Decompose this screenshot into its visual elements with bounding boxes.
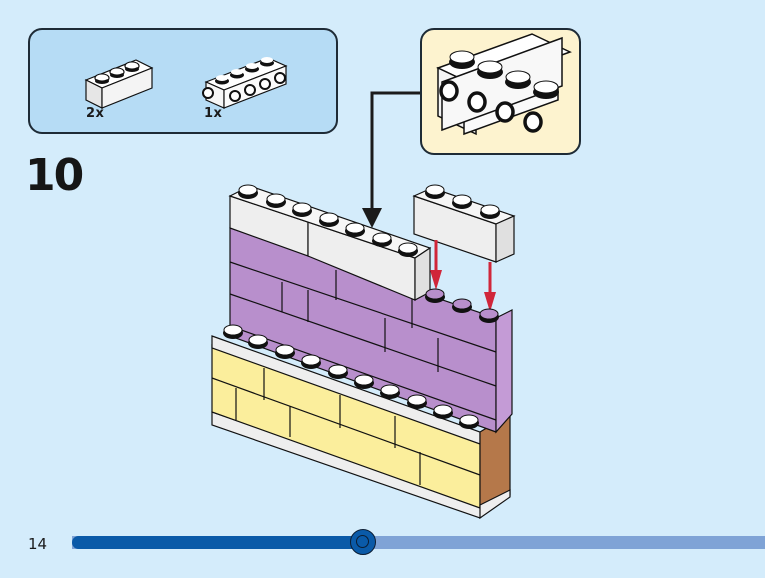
studs	[223, 184, 500, 429]
stud-top	[452, 194, 472, 206]
part-count-2: 1x	[204, 106, 223, 121]
progress-thumb[interactable]	[350, 529, 377, 555]
stud-top	[275, 344, 295, 356]
parts-list-box: 2x 1x	[28, 28, 338, 134]
stud-top	[459, 414, 479, 426]
arrow-down-red-right-icon	[484, 292, 496, 312]
stud-top	[407, 394, 427, 406]
callout-connector-line	[370, 91, 420, 212]
part-count-1: 2x	[86, 106, 105, 121]
arrow-down-red-left-icon	[430, 270, 442, 290]
part-white-brick-1x3	[84, 59, 154, 109]
step-number: 10	[25, 150, 84, 201]
page-number: 14	[28, 535, 48, 553]
white-side-plate	[479, 489, 511, 520]
stud-top	[266, 193, 286, 205]
stud-top	[398, 242, 418, 254]
callout-box	[420, 28, 581, 155]
stud-top	[248, 334, 268, 346]
stud-top	[425, 288, 445, 300]
stud-top	[328, 364, 348, 376]
stud-top	[433, 404, 453, 416]
stud-top	[479, 308, 499, 320]
stud-top	[319, 212, 339, 224]
callout-brick-1x4-side-studs	[436, 33, 572, 136]
lavender-side	[495, 309, 513, 434]
stud-top	[425, 184, 445, 196]
stud-top	[345, 222, 365, 234]
stud-top	[452, 298, 472, 310]
stud-top	[292, 202, 312, 214]
stud-top	[380, 384, 400, 396]
part-white-brick-1x4-side-studs	[202, 57, 288, 109]
arrow-down-black-icon	[362, 208, 382, 228]
stud-top	[354, 374, 374, 386]
stud-top	[301, 354, 321, 366]
stud-top	[372, 232, 392, 244]
stud-top	[223, 324, 243, 336]
stud-top	[480, 204, 500, 216]
progress-fill	[72, 536, 364, 549]
stud-top	[238, 184, 258, 196]
